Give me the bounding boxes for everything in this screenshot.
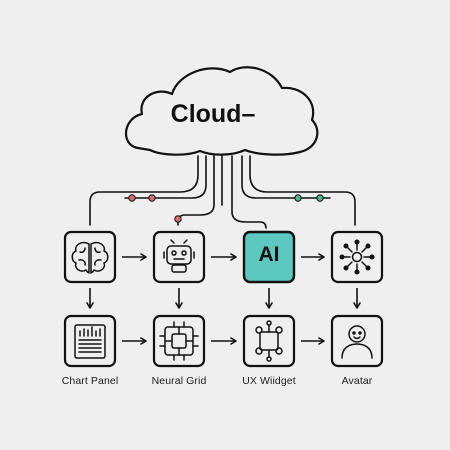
wire-dots: [128, 194, 324, 223]
chart-panel-icon: [74, 324, 106, 359]
wire-to-hub: [249, 155, 356, 226]
robot-icon: [163, 239, 195, 273]
wire-c: [241, 155, 331, 199]
chart-panel-caption: Chart Panel: [61, 375, 119, 387]
wire-to-brain: [89, 155, 199, 226]
brain-icon: [71, 241, 109, 274]
ux-widget-caption: UX Wiidget: [242, 375, 296, 387]
down-arrows: [86, 288, 361, 309]
avatar-box: [330, 314, 384, 368]
ai-box: [242, 230, 296, 284]
dot-red-2: [148, 194, 156, 202]
ux-widget-box: [242, 314, 296, 368]
cloud-shape: [124, 66, 319, 156]
dot-red-1: [128, 194, 136, 202]
neural-grid-caption: Neural Grid: [151, 375, 207, 387]
robot-box: [152, 230, 206, 284]
dot-green-2: [316, 194, 324, 202]
dot-green-1: [294, 194, 302, 202]
cloud-label: Cloud–: [170, 100, 256, 128]
avatar-caption: Avatar: [341, 375, 373, 387]
neural-grid-box: [152, 314, 206, 368]
ux-widget-icon: [255, 320, 283, 362]
chart-panel-box: [63, 314, 117, 368]
ai-chip-icon: AI: [258, 243, 280, 266]
dot-red-3: [174, 215, 182, 223]
neural-grid-icon: [159, 321, 199, 361]
wire-to-robot: [177, 155, 215, 226]
cloud-connectors: [89, 155, 356, 229]
wire-a: [124, 155, 207, 199]
avatar-icon: [341, 325, 373, 359]
wire-to-ai: [231, 155, 267, 229]
network-hub-icon: [339, 239, 375, 275]
